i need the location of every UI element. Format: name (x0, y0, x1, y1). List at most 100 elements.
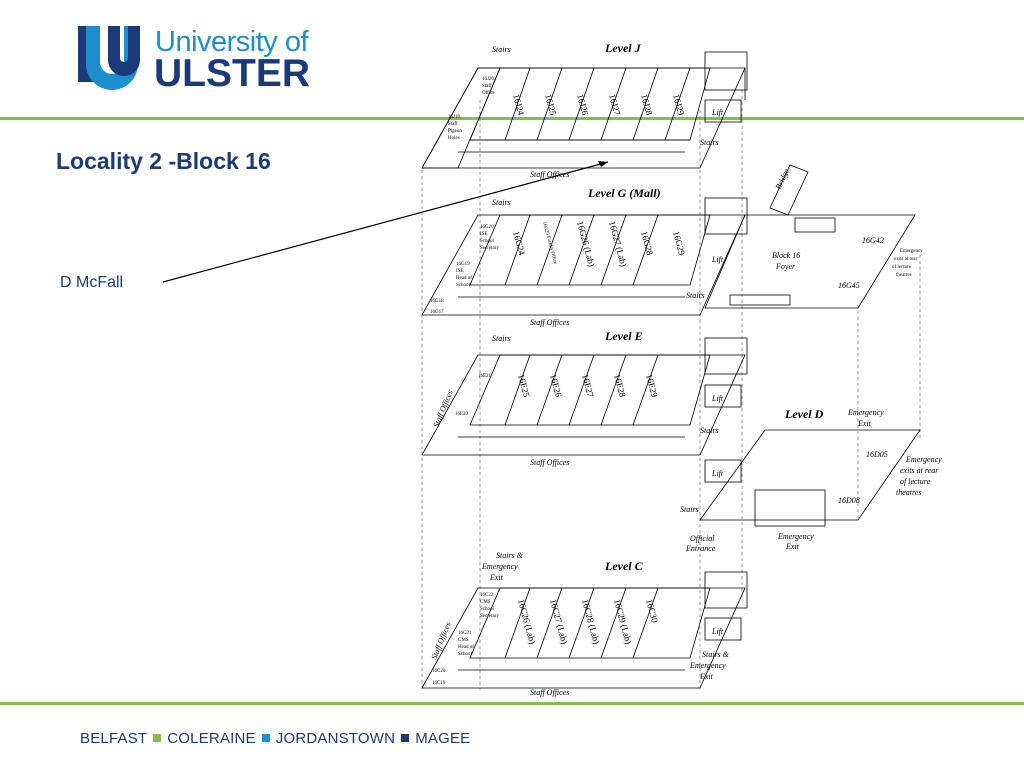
svg-text:16J27: 16J27 (607, 93, 622, 117)
level-c-label: Level C (604, 559, 644, 573)
svg-text:Staff: Staff (448, 122, 458, 127)
svg-text:16G28: 16G28 (639, 230, 655, 257)
svg-text:Exit: Exit (699, 672, 714, 681)
level-e-rooms: 16E25 16E26 16E27 16E28 16E29 (516, 373, 660, 399)
svg-text:of lecture: of lecture (900, 477, 931, 486)
level-e-staff-offices: Staff Offices (530, 458, 569, 467)
level-e: Level E Stairs Stairs Lift Staff Offices… (421, 329, 748, 467)
svg-text:16E27: 16E27 (580, 373, 596, 399)
svg-text:16J25: 16J25 (543, 93, 558, 117)
level-g-office-a-1: 16G20 (480, 225, 494, 230)
svg-text:Office: Office (482, 91, 495, 96)
svg-text:CMS: CMS (480, 600, 491, 605)
level-g-office-b-1: 16G19 (456, 262, 470, 267)
svg-text:16E28: 16E28 (612, 373, 628, 399)
level-g-rooms: 16G24 16G25 Faculty Office 16G26 (Lab) 1… (511, 220, 687, 268)
svg-text:Secretary: Secretary (480, 246, 499, 251)
campus-coleraine: COLERAINE (167, 730, 256, 747)
svg-text:Exit: Exit (785, 542, 800, 551)
svg-text:theatres: theatres (896, 488, 921, 497)
svg-text:theatres: theatres (896, 273, 912, 278)
svg-text:16G27 (Lab): 16G27 (Lab) (607, 220, 629, 268)
theatre-g45: 16G45 (838, 281, 860, 290)
svg-text:16G29: 16G29 (671, 230, 687, 257)
level-c-lift: Lift (711, 627, 724, 636)
level-e-label: Level E (604, 329, 643, 343)
svg-text:CMS: CMS (458, 638, 469, 643)
level-d: Level D Emergency Exit Lift Stairs 16D05… (680, 407, 942, 553)
level-c-room-19: 16C19 (432, 681, 446, 686)
official-entrance: Official (690, 534, 715, 543)
level-c-staff-offices: Staff Offices (530, 688, 569, 697)
svg-text:Exit: Exit (489, 573, 504, 582)
level-g-staff-offices: Staff Offices (530, 318, 569, 327)
level-g-room-18: 16G18 (430, 299, 444, 304)
svg-text:Emergency: Emergency (481, 562, 518, 571)
level-c: Level C Stairs & Emergency Exit Stairs &… (421, 551, 748, 697)
level-j: Level J Stairs Stairs Lift Staff Offices… (421, 41, 748, 179)
level-c-office-b-1: 16C21 (458, 631, 472, 636)
level-g: Level G (Mall) Stairs Stairs Lift Staff … (421, 164, 923, 327)
level-j-stairs: Stairs (492, 45, 511, 54)
svg-text:Staff: Staff (482, 84, 492, 89)
level-d-emergency-exit-bottom: Emergency (777, 532, 814, 541)
level-c-room-20: 16C20 (432, 669, 446, 674)
svg-text:exits at rear: exits at rear (894, 257, 918, 262)
svg-text:ISE: ISE (480, 232, 488, 237)
svg-text:16E25: 16E25 (516, 373, 532, 399)
level-c-stairs-exit: Stairs & (496, 551, 524, 560)
svg-text:16J26: 16J26 (575, 93, 590, 117)
level-g-stairs2: Stairs (686, 291, 705, 300)
level-d-exits-note: Emergency (905, 455, 942, 464)
svg-text:16E29: 16E29 (644, 373, 660, 399)
level-e-side-label: Staff Offices (432, 389, 455, 429)
svg-text:Pigeon: Pigeon (448, 129, 462, 134)
level-g-stairs: Stairs (492, 198, 511, 207)
level-j-office-b-1: 16J19 (448, 115, 460, 120)
level-e-stairs: Stairs (492, 334, 511, 343)
svg-text:Holes: Holes (448, 136, 460, 141)
level-j-lift: Lift (711, 108, 724, 117)
svg-text:16J28: 16J28 (639, 93, 654, 117)
svg-text:16C28 (Lab): 16C28 (Lab) (580, 598, 602, 645)
campus-jordanstown: JORDANSTOWN (275, 730, 396, 747)
bridge-label: Bridge (774, 167, 792, 191)
svg-text:School: School (456, 283, 471, 288)
svg-text:Head of: Head of (456, 276, 472, 281)
svg-text:16C29 (Lab): 16C29 (Lab) (612, 598, 634, 645)
svg-text:Secretary: Secretary (480, 614, 499, 619)
svg-text:16E26: 16E26 (548, 373, 564, 399)
slide-title: Locality 2 -Block 16 (56, 148, 271, 174)
level-d-label: Level D (784, 407, 824, 421)
level-j-label: Level J (604, 41, 642, 55)
svg-text:Head of: Head of (458, 645, 474, 650)
logo-ulster: ULSTER (154, 52, 310, 95)
svg-text:16J29: 16J29 (671, 93, 686, 117)
theatre-d08: 16D08 (838, 496, 860, 505)
theatre-g42: 16G42 (862, 236, 884, 245)
svg-text:of lecture: of lecture (892, 265, 912, 270)
footer-square-green (153, 734, 162, 742)
level-e-office-a: 16E21 (478, 374, 492, 379)
level-c-stairs-exit2: Stairs & (702, 650, 730, 659)
svg-text:ISE: ISE (456, 269, 464, 274)
svg-text:School: School (480, 607, 495, 612)
footer-divider (0, 702, 1024, 705)
level-g-label: Level G (Mall) (587, 186, 661, 200)
level-j-office-a-1: 16J20 (482, 77, 494, 82)
level-d-lift: Lift (711, 469, 724, 478)
level-g-lift: Lift (711, 255, 724, 264)
author-label: D McFall (60, 274, 124, 291)
level-g-room-17: 16G17 (430, 310, 444, 315)
svg-text:16C27 (Lab): 16C27 (Lab) (548, 598, 570, 645)
level-e-stairs2: Stairs (700, 426, 719, 435)
svg-text:exits at rear: exits at rear (900, 466, 939, 475)
foyer-label-1: Block 16 (772, 251, 800, 260)
level-j-rooms: 16J24 16J25 16J26 16J27 16J28 16J29 (511, 93, 686, 117)
footer-square-navy (401, 734, 410, 742)
university-logo-mark (78, 26, 140, 90)
level-e-lift: Lift (711, 394, 724, 403)
svg-text:16J24: 16J24 (511, 93, 526, 117)
